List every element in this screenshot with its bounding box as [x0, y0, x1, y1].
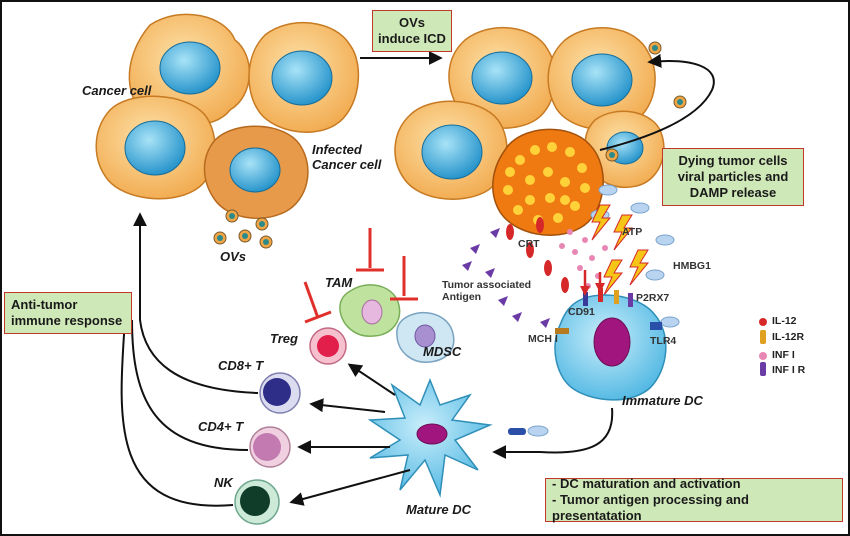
cd8-t-cell	[259, 372, 301, 414]
crt-label: CRT	[518, 238, 540, 250]
tam-label: TAM	[325, 275, 353, 290]
dying-cells-line3: DAMP release	[689, 185, 777, 201]
dc-maturation-line1: - DC maturation and activation	[552, 475, 741, 491]
cd8-label: CD8+ T	[218, 358, 264, 373]
released-virions	[605, 41, 687, 162]
tlr4-label: TLR4	[650, 335, 677, 347]
crt-molecules	[506, 217, 569, 293]
tumor-antigen-line2: Antigen	[442, 291, 482, 304]
nk-cell	[234, 479, 280, 525]
legend-il12r: IL-12R	[772, 331, 805, 343]
dying-tumor-cell	[492, 128, 604, 236]
dying-cells-box: Dying tumor cells viral particles and DA…	[662, 148, 804, 206]
cancer-cell-2	[248, 22, 360, 133]
anti-tumor-line1: Anti-tumor	[11, 296, 78, 312]
treg-cell	[309, 327, 347, 365]
ovs-label: OVs	[220, 249, 247, 264]
immature-dc-label: Immature DC	[622, 393, 703, 408]
cancer-cell-5	[547, 27, 656, 131]
cd91-label: CD91	[568, 306, 595, 318]
mature-dc-label: Mature DC	[406, 502, 472, 517]
infected-label-line1: Infected	[312, 142, 362, 157]
dying-cells-line2: viral particles and	[677, 168, 789, 184]
cancer-cell-4	[448, 27, 557, 129]
infected-label-line2: Cancer cell	[312, 156, 382, 172]
mature-dc	[367, 377, 549, 498]
legend-markers	[759, 318, 767, 376]
mature-dc-arrows	[289, 363, 411, 506]
immature-dc	[554, 288, 667, 401]
cd4-t-cell	[249, 426, 291, 468]
treg-label: Treg	[270, 331, 298, 346]
ovs-induce-icd-line1: OVs	[398, 14, 425, 30]
hmbg1-label: HMBG1	[673, 260, 711, 272]
dc-maturation-line2: - Tumor antigen processing and presentat…	[552, 491, 749, 524]
ovs-induce-icd-box: OVs induce ICD	[372, 10, 452, 52]
tumor-antigen-label: Tumor associated Antigen	[442, 279, 531, 303]
cancer-cell-6	[394, 100, 508, 200]
tumor-antigen-line1: Tumor associated	[442, 279, 532, 291]
atp-label: ATP	[622, 226, 643, 238]
mch1-label: MCH I	[528, 333, 558, 345]
anti-tumor-line2: immune response	[11, 313, 123, 328]
legend-inf1r: INF I R	[772, 364, 806, 376]
inhibition-lines	[303, 228, 418, 324]
nk-label: NK	[214, 475, 233, 490]
atp-bolts	[591, 204, 650, 296]
mdsc-cell	[396, 311, 455, 363]
infected-cancer-cell-label: Infected Cancer cell	[312, 142, 382, 173]
ov-particles	[213, 209, 273, 249]
tam-cell	[339, 284, 401, 337]
anti-tumor-box: Anti-tumor immune response	[4, 292, 132, 334]
legend-inf1: INF I	[772, 349, 795, 361]
dying-cells-line1: Dying tumor cells	[678, 152, 788, 168]
ovs-induce-icd-line2: induce ICD	[378, 31, 446, 46]
tumor-antigens	[462, 228, 550, 328]
anti-tumor-arrows	[120, 212, 259, 507]
cd4-label: CD4+ T	[198, 419, 244, 434]
infected-cancer-cell	[203, 125, 309, 219]
mdsc-label: MDSC	[423, 344, 462, 359]
cancer-cell-3	[95, 95, 216, 200]
dc-maturation-box: - DC maturation and activation - Tumor a…	[545, 475, 843, 524]
legend-il12: IL-12	[772, 315, 797, 327]
cancer-cell-label: Cancer cell	[82, 83, 152, 98]
p2rx7-label: P2RX7	[636, 292, 670, 304]
